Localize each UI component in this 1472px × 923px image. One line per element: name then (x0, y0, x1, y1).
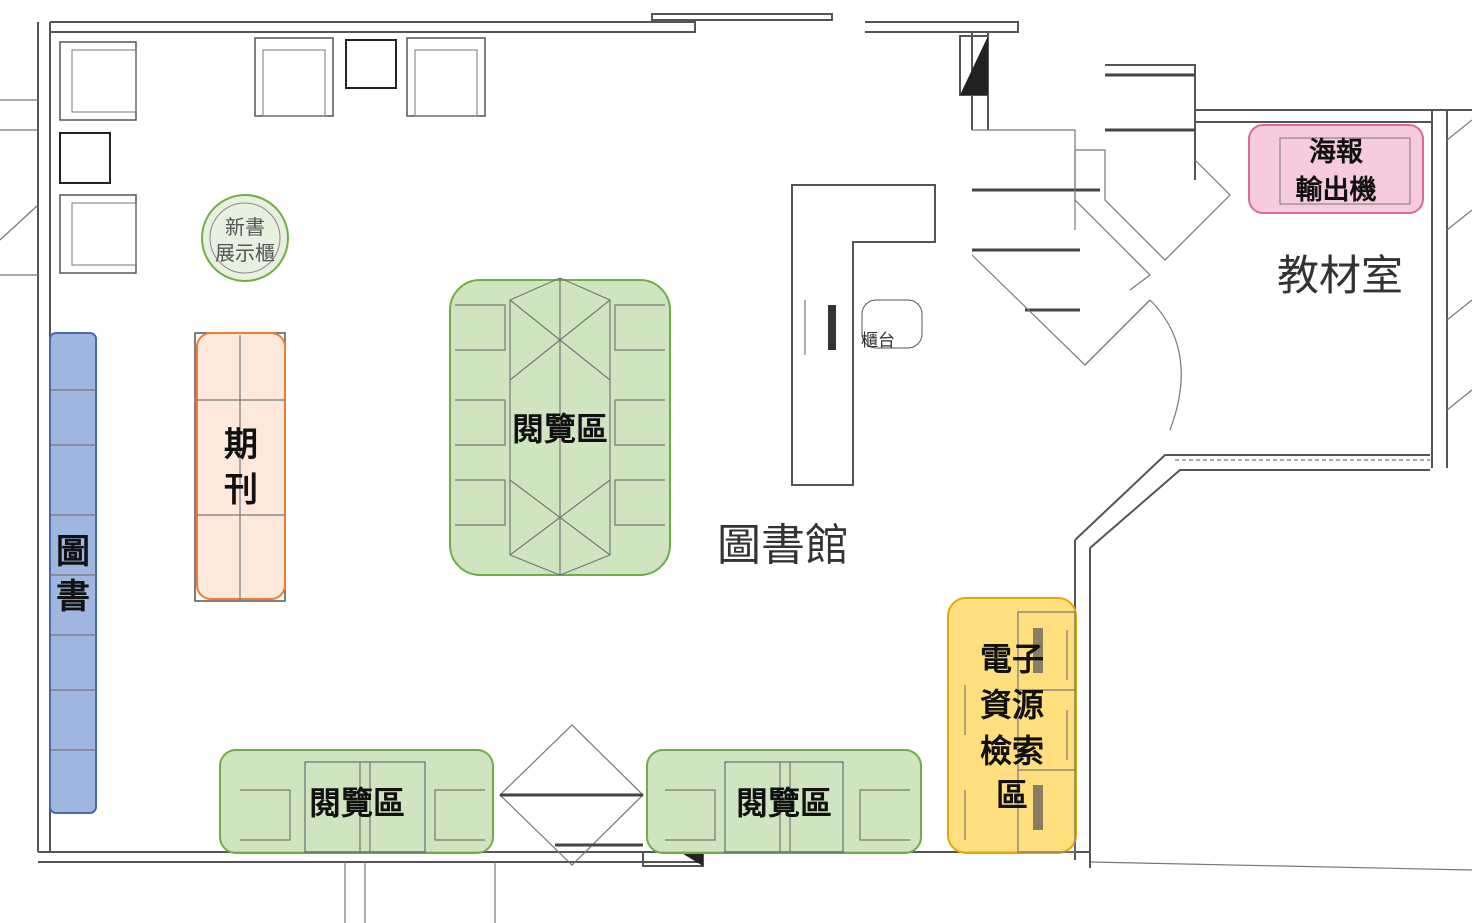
library-room-label: 圖書館 (717, 520, 849, 571)
reading-area-bottom-right[interactable]: 閱覽區 (646, 749, 922, 854)
books-zone[interactable]: 圖 書 (49, 332, 97, 814)
e-resources-zone[interactable]: 電子 資源 檢索 區 (947, 597, 1077, 854)
e-resources-label-line4: 區 (996, 776, 1028, 814)
periodicals-label-line2: 刊 (224, 470, 258, 510)
new-books-label-line1: 新書 (225, 215, 265, 239)
poster-printer-label-line1: 海報 (1309, 137, 1364, 168)
reading-area-bottom-left[interactable]: 閱覽區 (219, 749, 494, 854)
periodicals-label-line1: 期 (224, 425, 258, 465)
books-label-line1: 圖 (56, 532, 90, 572)
e-resources-label-line1: 電子 (980, 640, 1044, 678)
counter-label: 櫃台 (861, 331, 895, 351)
periodicals-zone[interactable]: 期 刊 (194, 332, 286, 602)
armchairs (59, 37, 486, 274)
counter-desk: 櫃台 (791, 184, 936, 486)
new-books-label-line2: 展示櫃 (215, 241, 275, 265)
materials-room-label: 教材室 (1277, 251, 1403, 300)
e-resources-label-line3: 檢索 (980, 732, 1044, 770)
books-label-line2: 書 (56, 577, 90, 617)
poster-printer-label-line2: 輸出機 (1296, 174, 1377, 206)
reading-bottom-left-label: 閱覽區 (309, 784, 405, 822)
poster-printer-zone[interactable]: 海報 輸出機 (1248, 124, 1424, 214)
reading-center-label: 閱覽區 (512, 410, 608, 448)
reading-area-center[interactable]: 閱覽區 (449, 277, 671, 576)
reading-bottom-right-label: 閱覽區 (736, 784, 832, 822)
e-resources-label-line2: 資源 (980, 686, 1044, 724)
new-books-display[interactable]: 新書 展示櫃 (201, 194, 289, 282)
